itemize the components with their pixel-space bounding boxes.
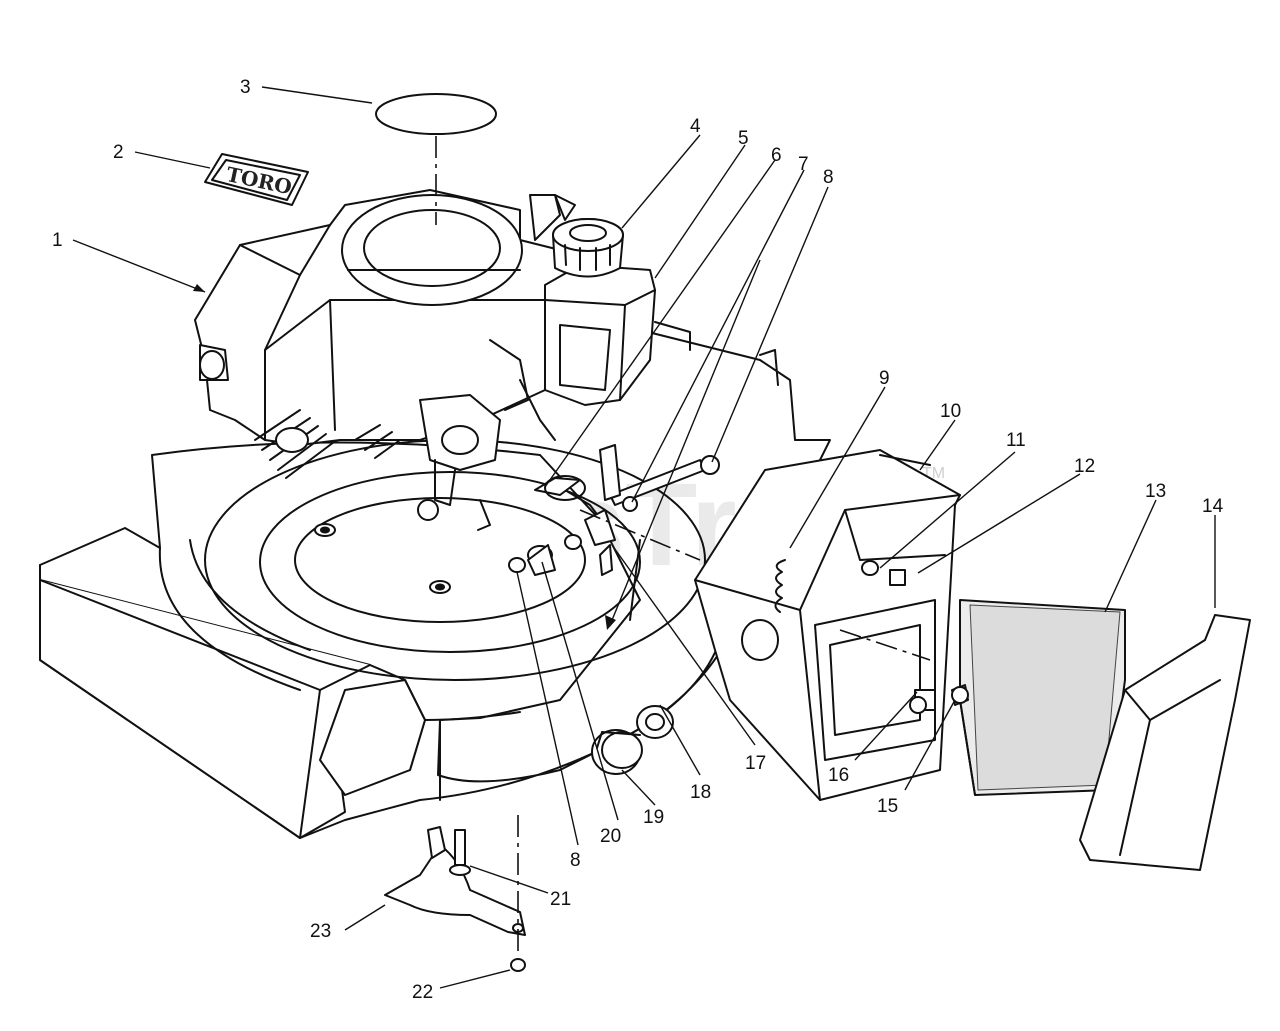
engine-assembly	[194, 189, 571, 531]
callout-13: 13	[1145, 481, 1166, 502]
deck-mounting-holes	[314, 523, 451, 594]
callout-20: 20	[600, 826, 621, 847]
air-filter	[959, 599, 1126, 796]
air-cleaner-decal	[375, 93, 497, 135]
callout-15: 15	[877, 796, 898, 817]
fuel-cap	[552, 218, 624, 278]
spring	[774, 559, 786, 613]
callout-6: 6	[771, 145, 782, 166]
callout-1: 1	[52, 230, 63, 251]
mower-deck-housing	[39, 321, 831, 839]
bag-adapter-housing	[694, 449, 961, 801]
callout-11: 11	[1006, 430, 1026, 451]
callout-3: 3	[240, 77, 251, 98]
toro-logo-decal: TORO	[204, 153, 309, 206]
callout-labels: 1 2 3 4 5 6 7 8 9 10 11 12 13 14 15 16 1…	[52, 77, 1224, 1003]
callout-21: 21	[550, 889, 571, 910]
callout-12: 12	[1074, 456, 1095, 477]
callout-4: 4	[690, 116, 701, 137]
callout-8-top: 8	[823, 167, 834, 188]
callout-9: 9	[879, 368, 890, 389]
callout-16: 16	[828, 765, 849, 786]
hardware-parts	[508, 444, 969, 714]
center-lines	[435, 136, 931, 955]
callout-5: 5	[738, 128, 749, 149]
callout-23: 23	[310, 921, 331, 942]
deflector-bracket	[384, 826, 526, 972]
callout-19: 19	[643, 807, 664, 828]
callout-17: 17	[745, 753, 766, 774]
callout-7: 7	[798, 154, 809, 175]
leader-lines	[72, 86, 1216, 989]
callout-22: 22	[412, 982, 433, 1003]
air-filter-cover	[1079, 614, 1251, 871]
callout-2: 2	[113, 142, 124, 163]
callout-10: 10	[940, 401, 961, 422]
callout-18: 18	[690, 782, 711, 803]
callout-14: 14	[1202, 496, 1224, 517]
leader-arrows	[193, 284, 616, 630]
plug-and-gasket	[591, 705, 674, 775]
callout-8-bottom: 8	[570, 850, 581, 871]
